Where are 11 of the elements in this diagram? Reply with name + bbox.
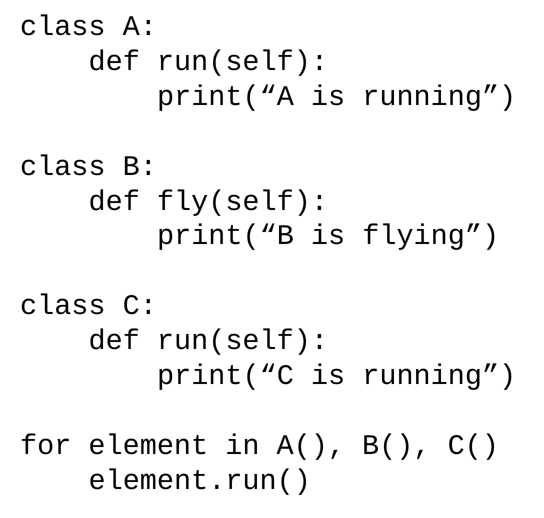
code-line: class C: [20,290,157,324]
code-line: class B: [20,150,157,185]
code-line: def run(self): [88,325,328,360]
code-line: def run(self): [88,46,328,80]
code-line: print(“C is running”) [157,360,516,394]
code-line: class A: [20,11,157,45]
code-line: for element in A(), B(), C() [20,430,499,464]
code-line: print(“A is running”) [157,80,516,115]
code-line: def fly(self): [88,186,328,220]
code-line: print(“B is flying”) [157,220,500,254]
code-line: element.run() [88,464,311,499]
